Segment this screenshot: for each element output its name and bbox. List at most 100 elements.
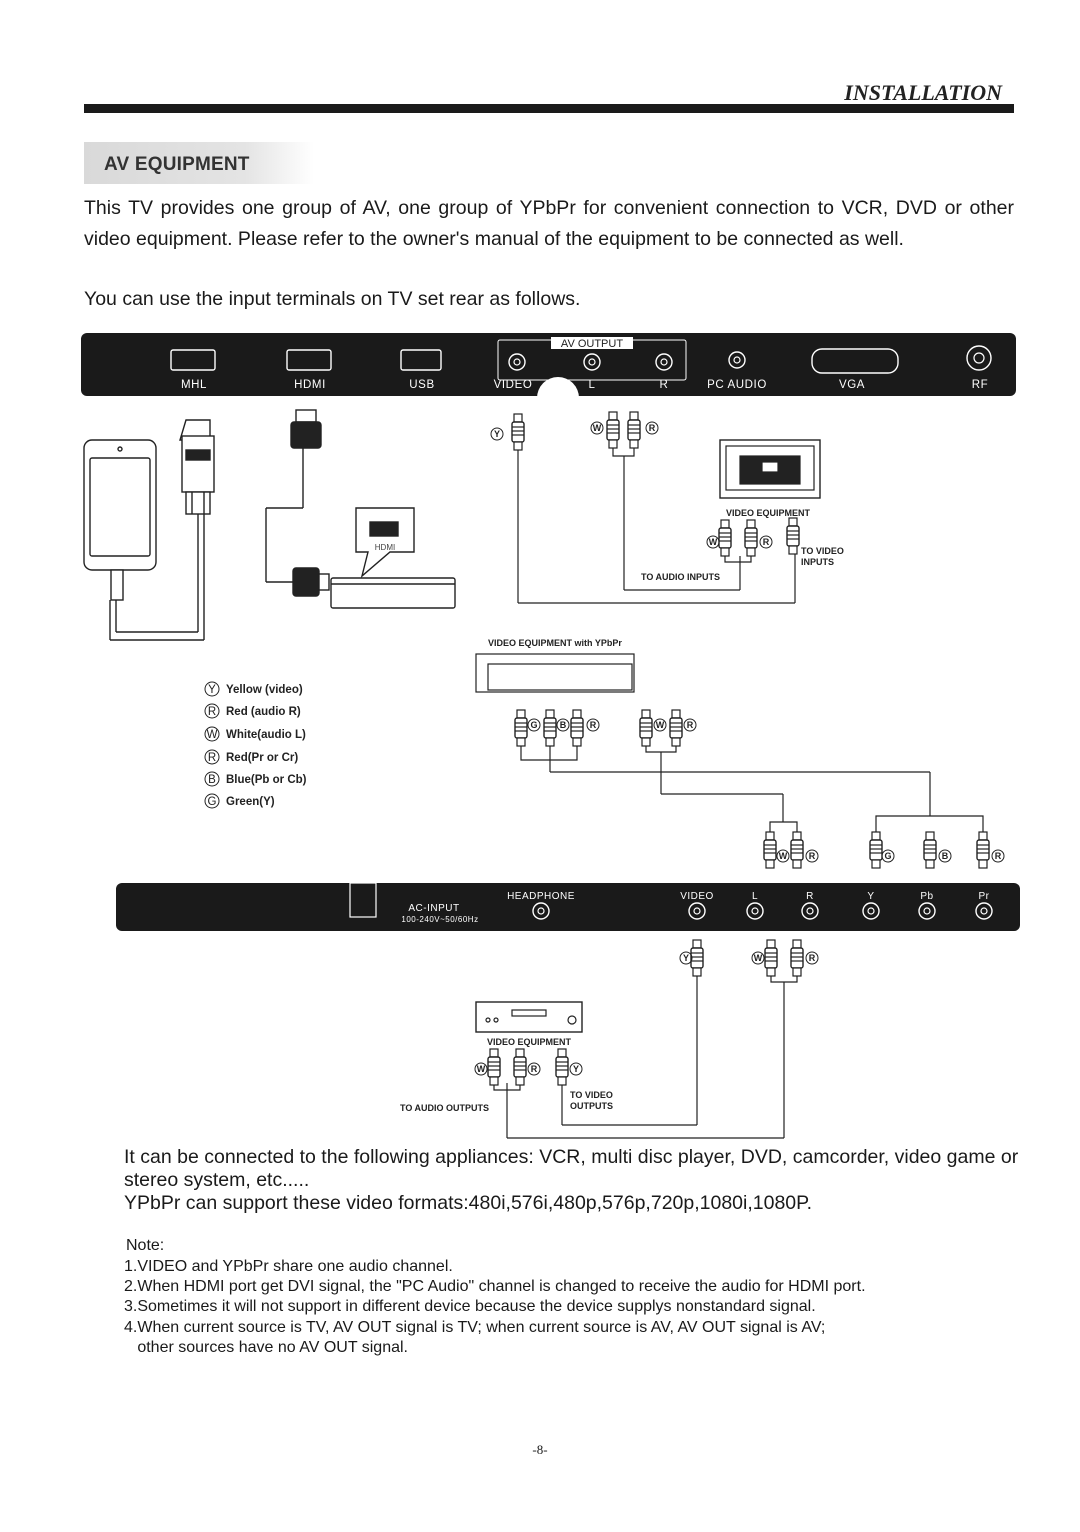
svg-text:Y: Y: [573, 1064, 579, 1074]
svg-text:W: W: [709, 537, 718, 547]
svg-text:R: R: [995, 851, 1002, 861]
svg-text:Blue(Pb or Cb): Blue(Pb or Cb): [226, 774, 307, 786]
port-label-video-in: VIDEO: [680, 891, 714, 902]
port-label-hdmi: HDMI: [294, 379, 326, 391]
to-audio-inputs-label: TO AUDIO INPUTS: [641, 572, 720, 582]
vga-port-icon: [811, 348, 899, 374]
port-label-usb: USB: [409, 379, 434, 391]
svg-text:R: R: [809, 851, 816, 861]
formats-text: YPbPr can support these video formats:48…: [124, 1192, 813, 1214]
svg-text:R: R: [649, 423, 656, 433]
note-item: other sources have no AV OUT signal.: [124, 1338, 408, 1356]
svg-text:W: W: [779, 851, 788, 861]
headphone-label: HEADPHONE: [507, 891, 575, 902]
notes-list: 1.VIDEO and YPbPr share one audio channe…: [124, 1257, 866, 1358]
section-title: AV EQUIPMENT: [104, 154, 250, 175]
ac-spec-label: 100-240V~50/60Hz: [401, 915, 478, 924]
to-video-inputs-label-1: TO VIDEO: [801, 546, 844, 556]
micro-usb-plug-icon: [110, 569, 124, 601]
port-label-r-in: R: [806, 891, 814, 902]
port-label-mhl: MHL: [181, 379, 207, 391]
page-number: -8-: [532, 1442, 548, 1457]
svg-text:R: R: [687, 720, 694, 730]
svg-text:W: W: [477, 1064, 486, 1074]
intro-paragraph: This TV provides one group of AV, one gr…: [84, 197, 1014, 250]
ac-input-socket-icon: [349, 882, 377, 918]
section-heading: AV EQUIPMENT: [84, 142, 314, 184]
rf-port-icon: [966, 345, 992, 371]
to-video-outputs-label-2: OUTPUTS: [570, 1101, 613, 1111]
av-output-connection: [511, 411, 821, 604]
svg-text:G: G: [884, 851, 891, 861]
port-label-rf: RF: [972, 379, 989, 391]
port-label-video: VIDEO: [494, 379, 533, 391]
ac-input-label: AC-INPUT: [408, 903, 459, 914]
mhl-phone-connection: [83, 419, 215, 641]
svg-text:R: R: [531, 1064, 538, 1074]
page-header-title: INSTALLATION: [844, 80, 1002, 105]
port-label-l: L: [589, 379, 596, 391]
rear-terminals-text: You can use the input terminals on TV se…: [84, 288, 581, 310]
hdmi-source-device-icon: [330, 577, 456, 609]
port-label-pr: Pr: [979, 891, 990, 902]
legend-item: Y Yellow (video): [204, 681, 303, 697]
svg-text:Red (audio R): Red (audio R): [226, 706, 301, 718]
dvd-player-icon: [475, 1001, 583, 1033]
port-label-pc-audio: PC AUDIO: [707, 379, 767, 391]
svg-text:Red(Pr or Cr): Red(Pr or Cr): [226, 752, 298, 764]
color-legend: Y Yellow (video) R Red (audio R) W White…: [204, 681, 307, 809]
note-item: 3.Sometimes it will not support in diffe…: [124, 1298, 816, 1316]
svg-text:W: W: [754, 953, 763, 963]
appliances-text: It can be connected to the following app…: [124, 1146, 1019, 1191]
to-audio-outputs-label: TO AUDIO OUTPUTS: [400, 1103, 489, 1113]
legend-item: R Red(Pr or Cr): [204, 749, 298, 765]
note-item: 2.When HDMI port get DVI signal, the "PC…: [124, 1278, 866, 1296]
note-item: 1.VIDEO and YPbPr share one audio channe…: [124, 1258, 453, 1275]
port-label-r: R: [660, 379, 669, 391]
usb-port-icon: [400, 349, 442, 371]
legend-item: G Green(Y): [204, 793, 275, 809]
svg-text:Y: Y: [208, 684, 216, 696]
svg-text:Green(Y): Green(Y): [226, 796, 275, 808]
port-label-y: Y: [867, 891, 874, 902]
svg-text:W: W: [593, 423, 602, 433]
ypbpr-connection: [475, 653, 990, 869]
port-label-vga: VGA: [839, 379, 865, 391]
hdmi-device-connection: HDMI: [265, 409, 456, 609]
tv-rear-panel-top: AV OUTPUT MHL HDMI USB VIDEO L R PC AUDI…: [81, 333, 1016, 419]
svg-text:Y: Y: [494, 429, 500, 439]
svg-text:R: R: [809, 953, 816, 963]
svg-text:G: G: [530, 720, 537, 730]
ypbpr-equipment-label: VIDEO EQUIPMENT with YPbPr: [488, 638, 622, 648]
note-title: Note:: [126, 1237, 165, 1254]
port-label-l-in: L: [752, 891, 758, 902]
svg-text:R: R: [208, 706, 216, 718]
port-label-pb: Pb: [920, 891, 933, 902]
svg-text:W: W: [656, 720, 665, 730]
svg-text:White(audio L): White(audio L): [226, 729, 306, 741]
hdmi-callout-bubble: [355, 507, 415, 578]
legend-item: R Red (audio R): [204, 703, 301, 719]
header-rule: [84, 104, 1014, 113]
hdmi-device-label: HDMI: [375, 543, 395, 552]
hdmi-cable-plug-icon: [290, 421, 322, 449]
to-video-outputs-label-1: TO VIDEO: [570, 1090, 613, 1100]
tv-rear-panel-bottom: AC-INPUT 100-240V~50/60Hz HEADPHONE VIDE…: [116, 882, 1020, 931]
svg-text:G: G: [208, 796, 217, 808]
svg-text:Yellow (video): Yellow (video): [226, 684, 303, 696]
note-item: 4.When current source is TV, AV OUT sign…: [124, 1318, 826, 1336]
legend-item: B Blue(Pb or Cb): [204, 771, 307, 787]
svg-text:B: B: [208, 774, 216, 786]
to-video-inputs-label-2: INPUTS: [801, 557, 834, 567]
smartphone-icon: [83, 439, 157, 571]
svg-text:W: W: [207, 729, 218, 741]
av-input-connection: [475, 939, 804, 1139]
hdmi-port-icon: [286, 349, 332, 371]
svg-text:R: R: [763, 537, 770, 547]
mhl-port-icon: [170, 349, 216, 371]
video-equipment-label: VIDEO EQUIPMENT: [726, 508, 811, 518]
av-output-label: AV OUTPUT: [561, 338, 623, 350]
svg-text:Y: Y: [683, 953, 689, 963]
video-equipment-bottom-label: VIDEO EQUIPMENT: [487, 1037, 572, 1047]
svg-text:R: R: [208, 752, 216, 764]
